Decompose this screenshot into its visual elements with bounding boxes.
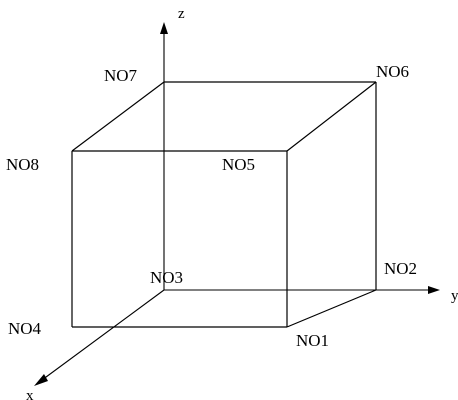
y-axis-label: y — [451, 288, 458, 304]
cube-edges — [71, 81, 377, 328]
edge-no8-no7 — [71, 81, 165, 152]
node-label-no8: NO8 — [6, 155, 39, 174]
node-label-no4: NO4 — [8, 319, 42, 338]
x-axis-label: x — [26, 388, 34, 400]
node-label-no3: NO3 — [150, 268, 183, 287]
edge-no1-no2 — [286, 289, 377, 328]
edge-no5-no6 — [286, 81, 377, 152]
coordinate-axes — [34, 22, 440, 386]
z-axis-label: z — [178, 6, 185, 22]
node-label-no5: NO5 — [222, 155, 255, 174]
z-axis-arrowhead — [160, 22, 168, 34]
node-label-no7: NO7 — [104, 66, 138, 85]
node-label-no1: NO1 — [296, 331, 329, 350]
node-label-no2: NO2 — [384, 259, 417, 278]
node-label-no6: NO6 — [376, 62, 409, 81]
x-axis — [41, 289, 165, 381]
x-axis-arrowhead — [34, 374, 48, 386]
y-axis-arrowhead — [428, 286, 440, 294]
